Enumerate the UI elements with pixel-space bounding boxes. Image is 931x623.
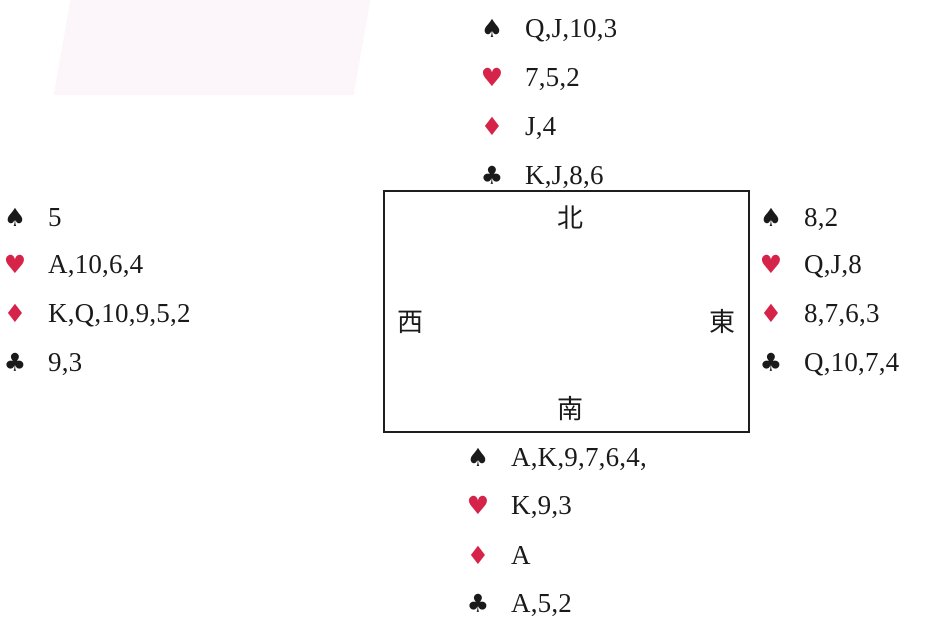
south-diamonds-cards: A <box>511 539 531 570</box>
south-hearts-cards: K,9,3 <box>511 489 572 520</box>
east-hearts-cards: Q,J,8 <box>804 248 863 279</box>
spade-icon: ♠ <box>3 202 27 232</box>
south-spades-row: ♠ A,K,9,7,6,4, <box>463 437 647 477</box>
diamond-icon: ♦ <box>759 298 783 328</box>
spade-icon: ♠ <box>466 442 490 472</box>
west-label: 西 <box>397 308 424 338</box>
club-icon: ♣ <box>466 588 490 618</box>
east-clubs-cards: Q,10,7,4 <box>804 346 900 377</box>
west-hearts-row: ♥ A,10,6,4 <box>0 244 143 284</box>
north-clubs-cards: K,J,8,6 <box>525 159 604 190</box>
west-clubs-row: ♣ 9,3 <box>0 342 82 382</box>
club-icon: ♣ <box>3 347 27 377</box>
north-diamonds-row: ♦ J,4 <box>477 106 556 146</box>
diamond-icon: ♦ <box>3 298 27 328</box>
west-spades-cards: 5 <box>48 201 62 232</box>
heart-icon: ♥ <box>466 490 490 520</box>
west-diamonds-row: ♦ K,Q,10,9,5,2 <box>0 293 191 333</box>
north-hearts-cards: 7,5,2 <box>525 61 580 92</box>
spade-icon: ♠ <box>759 202 783 232</box>
east-diamonds-cards: 8,7,6,3 <box>804 297 880 328</box>
south-clubs-row: ♣ A,5,2 <box>463 583 572 623</box>
east-spades-row: ♠ 8,2 <box>756 197 838 237</box>
east-hearts-row: ♥ Q,J,8 <box>756 244 862 284</box>
background-smudge <box>53 0 371 95</box>
spade-icon: ♠ <box>480 13 504 43</box>
heart-icon: ♥ <box>3 249 27 279</box>
east-label: 東 <box>709 308 736 338</box>
south-diamonds-row: ♦ A <box>463 535 531 575</box>
heart-icon: ♥ <box>759 249 783 279</box>
north-clubs-row: ♣ K,J,8,6 <box>477 155 604 195</box>
bridge-table: 北 西 東 南 <box>383 190 750 433</box>
diamond-icon: ♦ <box>466 540 490 570</box>
west-clubs-cards: 9,3 <box>48 346 83 377</box>
south-clubs-cards: A,5,2 <box>511 587 572 618</box>
north-hearts-row: ♥ 7,5,2 <box>477 57 580 97</box>
west-spades-row: ♠ 5 <box>0 197 62 237</box>
heart-icon: ♥ <box>480 62 504 92</box>
west-diamonds-cards: K,Q,10,9,5,2 <box>48 297 191 328</box>
diamond-icon: ♦ <box>480 111 504 141</box>
club-icon: ♣ <box>759 347 783 377</box>
west-hearts-cards: A,10,6,4 <box>48 248 144 279</box>
south-hearts-row: ♥ K,9,3 <box>463 485 572 525</box>
north-label: 北 <box>557 204 584 234</box>
north-spades-cards: Q,J,10,3 <box>525 12 618 43</box>
east-diamonds-row: ♦ 8,7,6,3 <box>756 293 880 333</box>
east-spades-cards: 8,2 <box>804 201 839 232</box>
north-spades-row: ♠ Q,J,10,3 <box>477 8 617 48</box>
south-spades-cards: A,K,9,7,6,4, <box>511 441 647 472</box>
south-label: 南 <box>557 395 584 425</box>
club-icon: ♣ <box>480 160 504 190</box>
east-clubs-row: ♣ Q,10,7,4 <box>756 342 899 382</box>
north-diamonds-cards: J,4 <box>525 110 557 141</box>
